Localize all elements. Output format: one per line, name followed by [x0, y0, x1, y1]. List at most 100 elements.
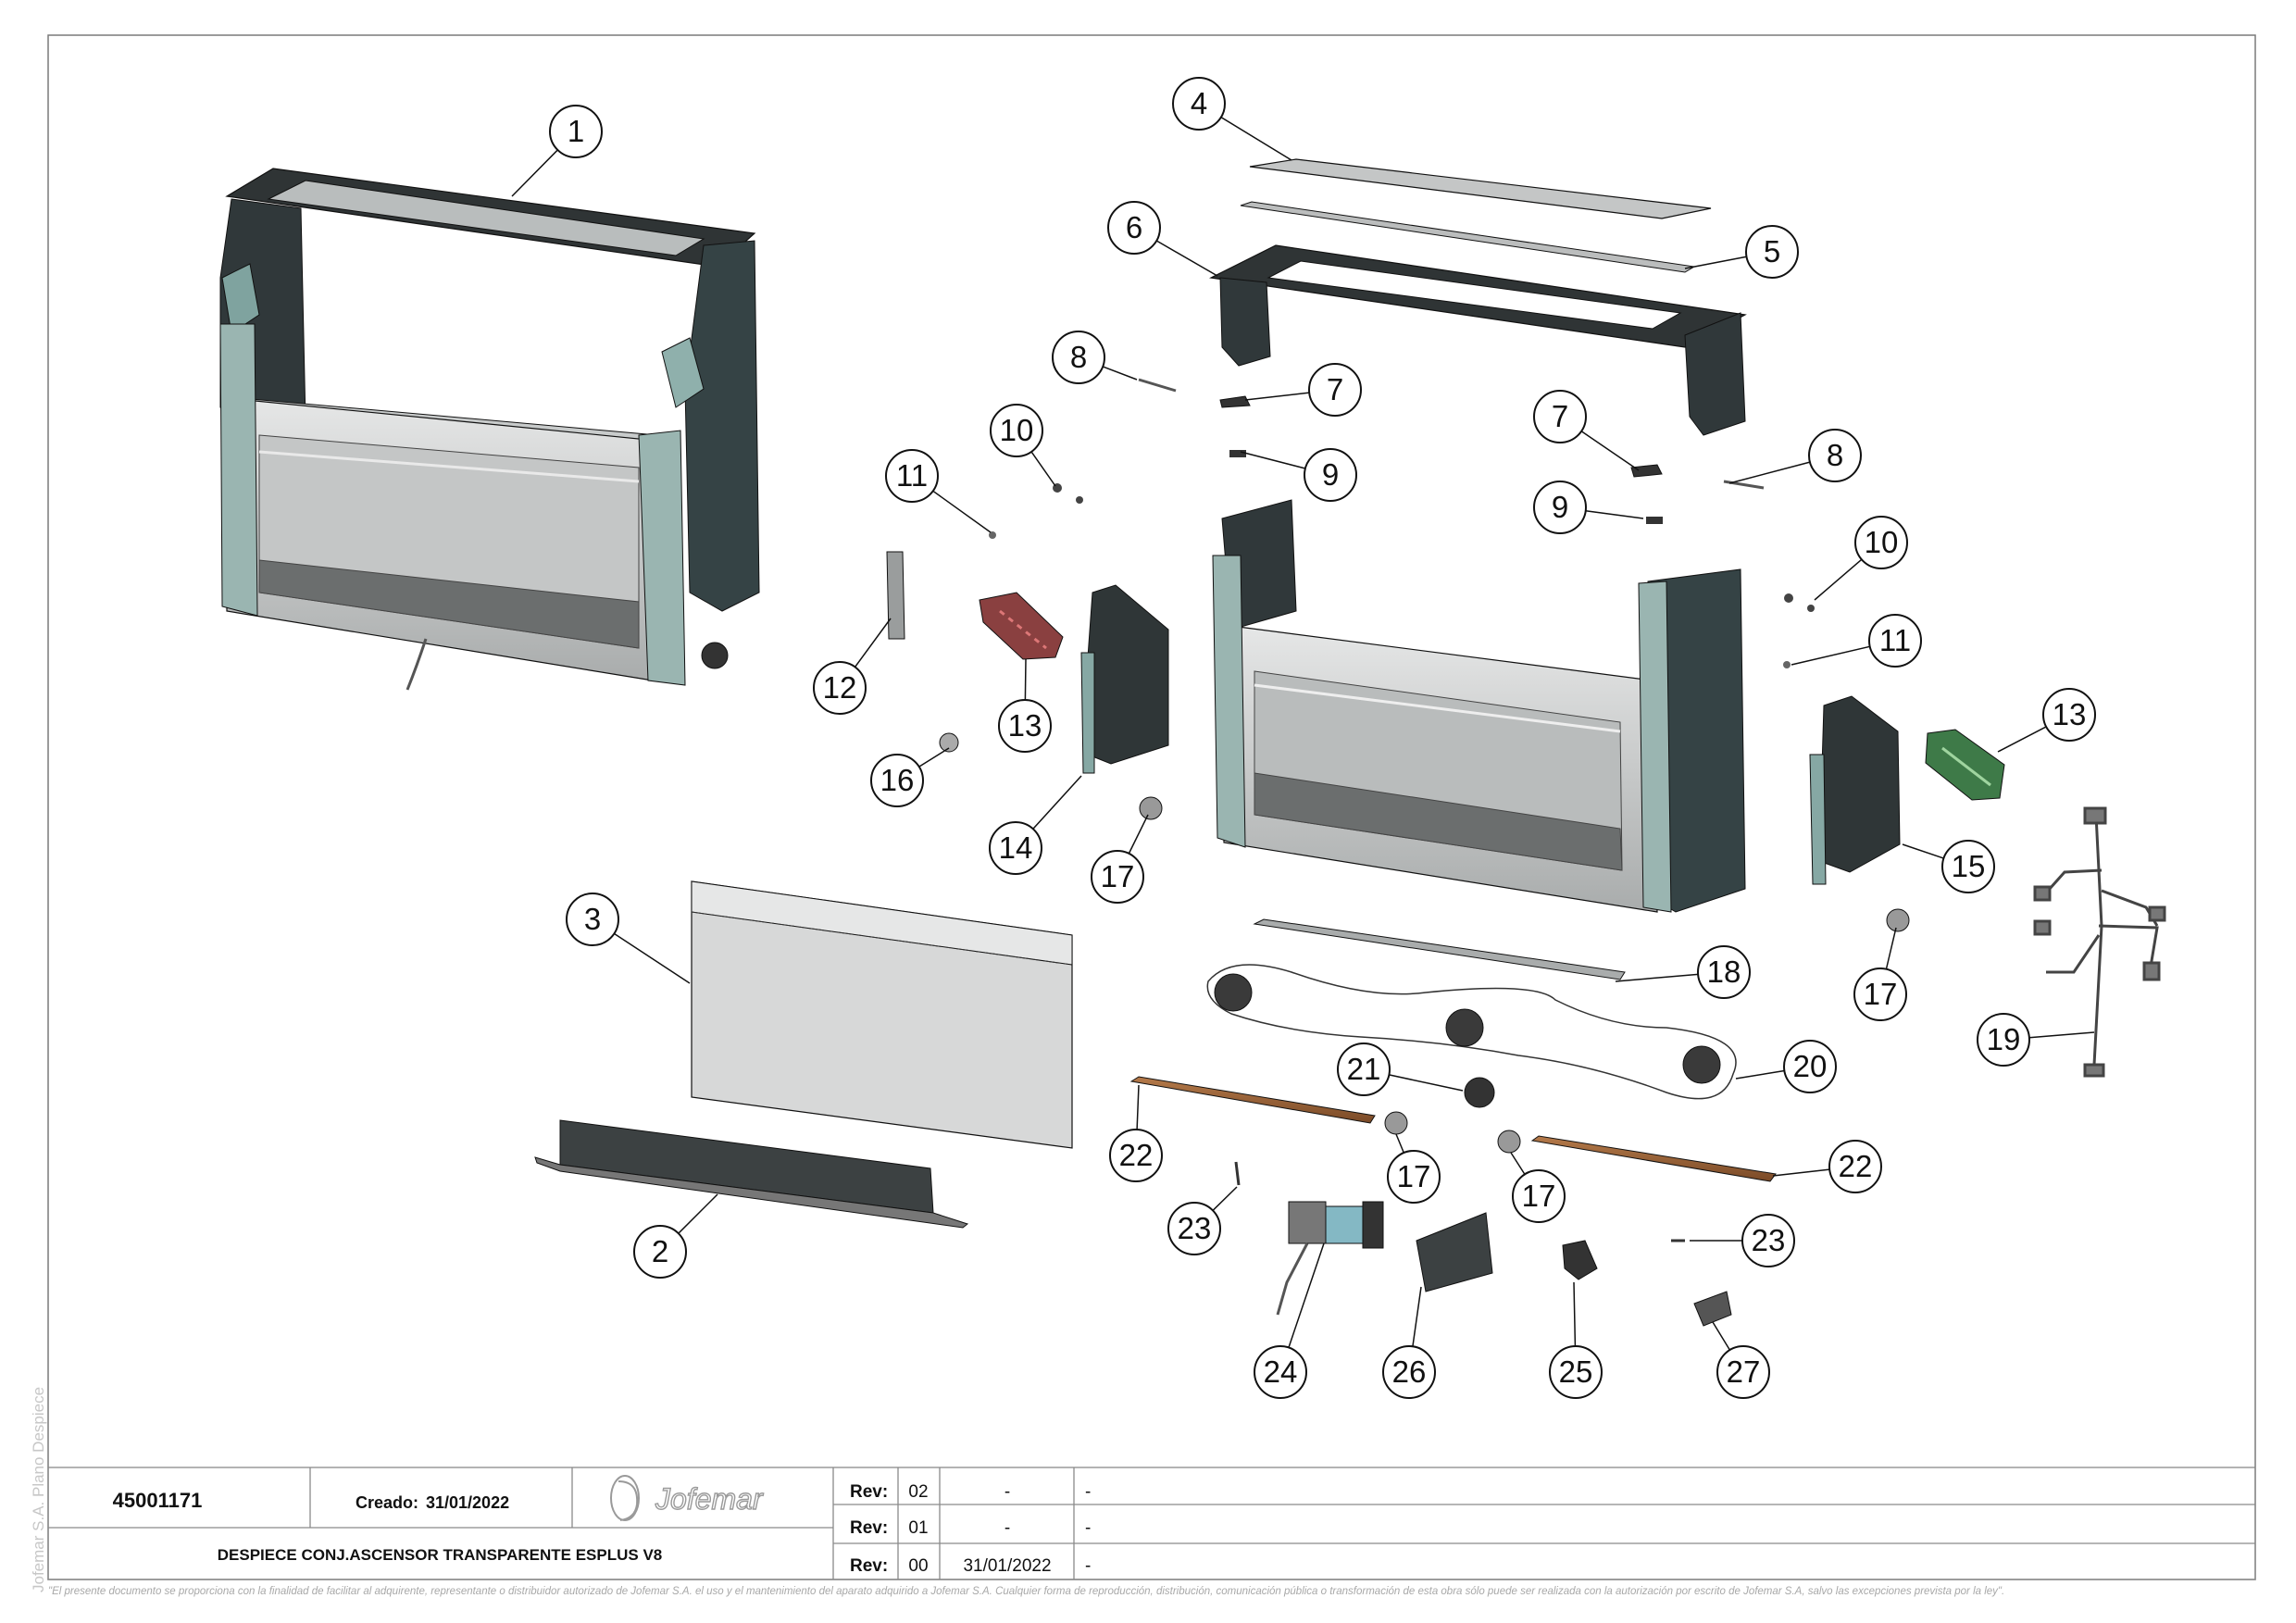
leader-line — [1220, 116, 1292, 161]
item-balloon-13: 13 — [998, 699, 1052, 753]
leader-line — [1212, 1186, 1238, 1211]
balloon-number: 22 — [1119, 1138, 1154, 1172]
balloon-number: 8 — [1070, 340, 1087, 374]
leader-line — [1997, 726, 2047, 753]
side-note: Jofemar S.A. Plano Despiece — [30, 1386, 47, 1592]
item-balloon-2: 2 — [633, 1225, 687, 1279]
item-balloon-19: 19 — [1977, 1013, 2030, 1067]
leader-line — [1244, 392, 1310, 401]
item-balloon-24: 24 — [1254, 1345, 1307, 1399]
item-balloon-9: 9 — [1304, 448, 1357, 502]
part-21-gear — [1464, 1077, 1495, 1108]
item-balloon-6: 6 — [1107, 201, 1161, 255]
part-number: 45001171 — [113, 1489, 203, 1512]
leader-line — [854, 618, 892, 668]
balloon-number: 25 — [1559, 1355, 1593, 1389]
part-23-screws — [1234, 1161, 1685, 1242]
rev-label: Rev: — [850, 1518, 888, 1538]
item-balloon-7: 7 — [1533, 390, 1587, 443]
central-lift-box — [1212, 499, 1746, 913]
item-balloon-8: 8 — [1808, 429, 1862, 482]
item-balloon-16: 16 — [870, 754, 924, 807]
balloon-number: 17 — [1522, 1179, 1556, 1213]
leader-lines — [511, 116, 2095, 1351]
part-2-bottom-bracket — [534, 1119, 969, 1229]
part-14-side-panel — [1080, 584, 1169, 774]
item-balloon-5: 5 — [1745, 225, 1799, 279]
part-16-clip — [939, 732, 959, 753]
balloon-number: 7 — [1552, 399, 1568, 433]
balloon-number: 11 — [896, 458, 928, 493]
item-balloon-23: 23 — [1741, 1214, 1795, 1267]
jofemar-logo: Jofemar — [610, 1475, 765, 1521]
leader-line — [1728, 461, 1811, 484]
assembled-lift-unit — [219, 168, 760, 691]
leader-line — [1102, 366, 1138, 381]
item-balloon-17: 17 — [1387, 1150, 1441, 1204]
leader-line — [932, 490, 992, 533]
part-20-pulleys — [1206, 964, 1737, 1100]
leader-line — [1288, 1242, 1325, 1348]
item-balloon-11: 11 — [1868, 614, 1922, 668]
leader-line — [1136, 1084, 1140, 1130]
leader-line — [1615, 973, 1699, 982]
balloon-number: 17 — [1397, 1159, 1431, 1193]
part-18-shaft — [1253, 918, 1626, 980]
leader-line — [1885, 927, 1897, 969]
balloon-number: 20 — [1793, 1049, 1828, 1083]
created-label: Creado: — [356, 1493, 418, 1512]
copyright-footer: "El presente documento se proporciona co… — [48, 1586, 2005, 1597]
leader-line — [678, 1193, 718, 1234]
part-13-left-module — [979, 592, 1064, 660]
rev-number: 00 — [908, 1556, 928, 1576]
balloon-number: 2 — [652, 1234, 668, 1268]
leader-line — [1032, 775, 1082, 830]
part-27-bracket — [1693, 1291, 1732, 1327]
balloon-number: 23 — [1178, 1211, 1212, 1245]
balloon-number: 17 — [1101, 859, 1135, 893]
balloon-number: 10 — [1865, 525, 1899, 559]
leader-line — [1902, 843, 1944, 859]
item-balloon-26: 26 — [1382, 1345, 1436, 1399]
leader-line — [1735, 1069, 1785, 1080]
balloon-number: 15 — [1952, 849, 1986, 883]
item-balloon-10: 10 — [1854, 516, 1908, 569]
rev-label: Rev: — [850, 1482, 888, 1502]
item-balloon-7: 7 — [1308, 363, 1362, 417]
leader-line — [1712, 1321, 1731, 1351]
item-balloon-17: 17 — [1091, 850, 1144, 904]
rev-number: 02 — [908, 1482, 928, 1502]
balloon-number: 21 — [1347, 1052, 1381, 1086]
leader-line — [1395, 1133, 1405, 1154]
part-22-rods — [1129, 1076, 1777, 1182]
rev-date: - — [1004, 1518, 1010, 1538]
leader-line — [1772, 1168, 1830, 1177]
part-24-motor — [1276, 1201, 1384, 1316]
balloon-number: 22 — [1839, 1149, 1873, 1183]
part-3-front-panel — [691, 880, 1073, 1149]
part-12-bar — [886, 551, 905, 640]
item-balloon-4: 4 — [1172, 77, 1226, 131]
balloon-number: 7 — [1327, 372, 1343, 406]
balloon-number: 3 — [584, 902, 601, 936]
item-balloon-22: 22 — [1109, 1129, 1163, 1182]
item-balloon-9: 9 — [1533, 481, 1587, 534]
balloon-number: 13 — [2053, 697, 2087, 731]
balloon-number: 9 — [1552, 490, 1568, 524]
leader-line — [1128, 814, 1149, 855]
balloon-number: 16 — [880, 763, 915, 797]
logo-text: Jofemar — [655, 1482, 764, 1516]
item-balloon-25: 25 — [1549, 1345, 1603, 1399]
balloon-number: 6 — [1126, 210, 1142, 244]
rev-note: - — [1085, 1518, 1091, 1538]
balloon-number: 12 — [823, 670, 857, 705]
item-balloon-17: 17 — [1512, 1169, 1566, 1223]
item-balloon-15: 15 — [1941, 840, 1995, 893]
leader-line — [1412, 1286, 1422, 1347]
balloon-number: 1 — [568, 114, 584, 148]
revision-row: Rev:02-- — [850, 1482, 1091, 1502]
rev-date: 31/01/2022 — [963, 1556, 1051, 1576]
part-19-wiring-harness — [2033, 806, 2166, 1078]
